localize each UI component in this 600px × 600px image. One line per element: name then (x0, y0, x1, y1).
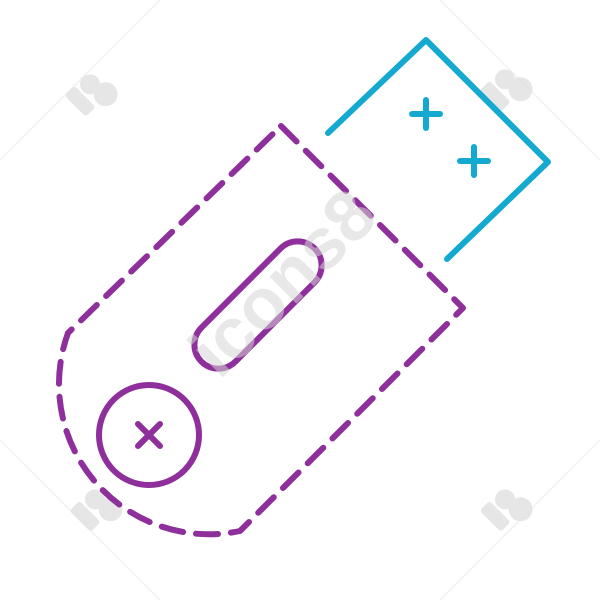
usb-body-slot (191, 238, 325, 372)
usb-connector (325, 37, 551, 262)
watermark-text: icons8 (174, 174, 392, 392)
watermark-logo-icon (65, 69, 533, 531)
usb-body (55, 123, 466, 538)
connector-plus-icon (457, 144, 491, 178)
connector-plus-icon (409, 97, 443, 131)
close-icon (135, 421, 163, 449)
usb-body-ring (96, 382, 202, 488)
usb-body-outline (55, 123, 466, 538)
